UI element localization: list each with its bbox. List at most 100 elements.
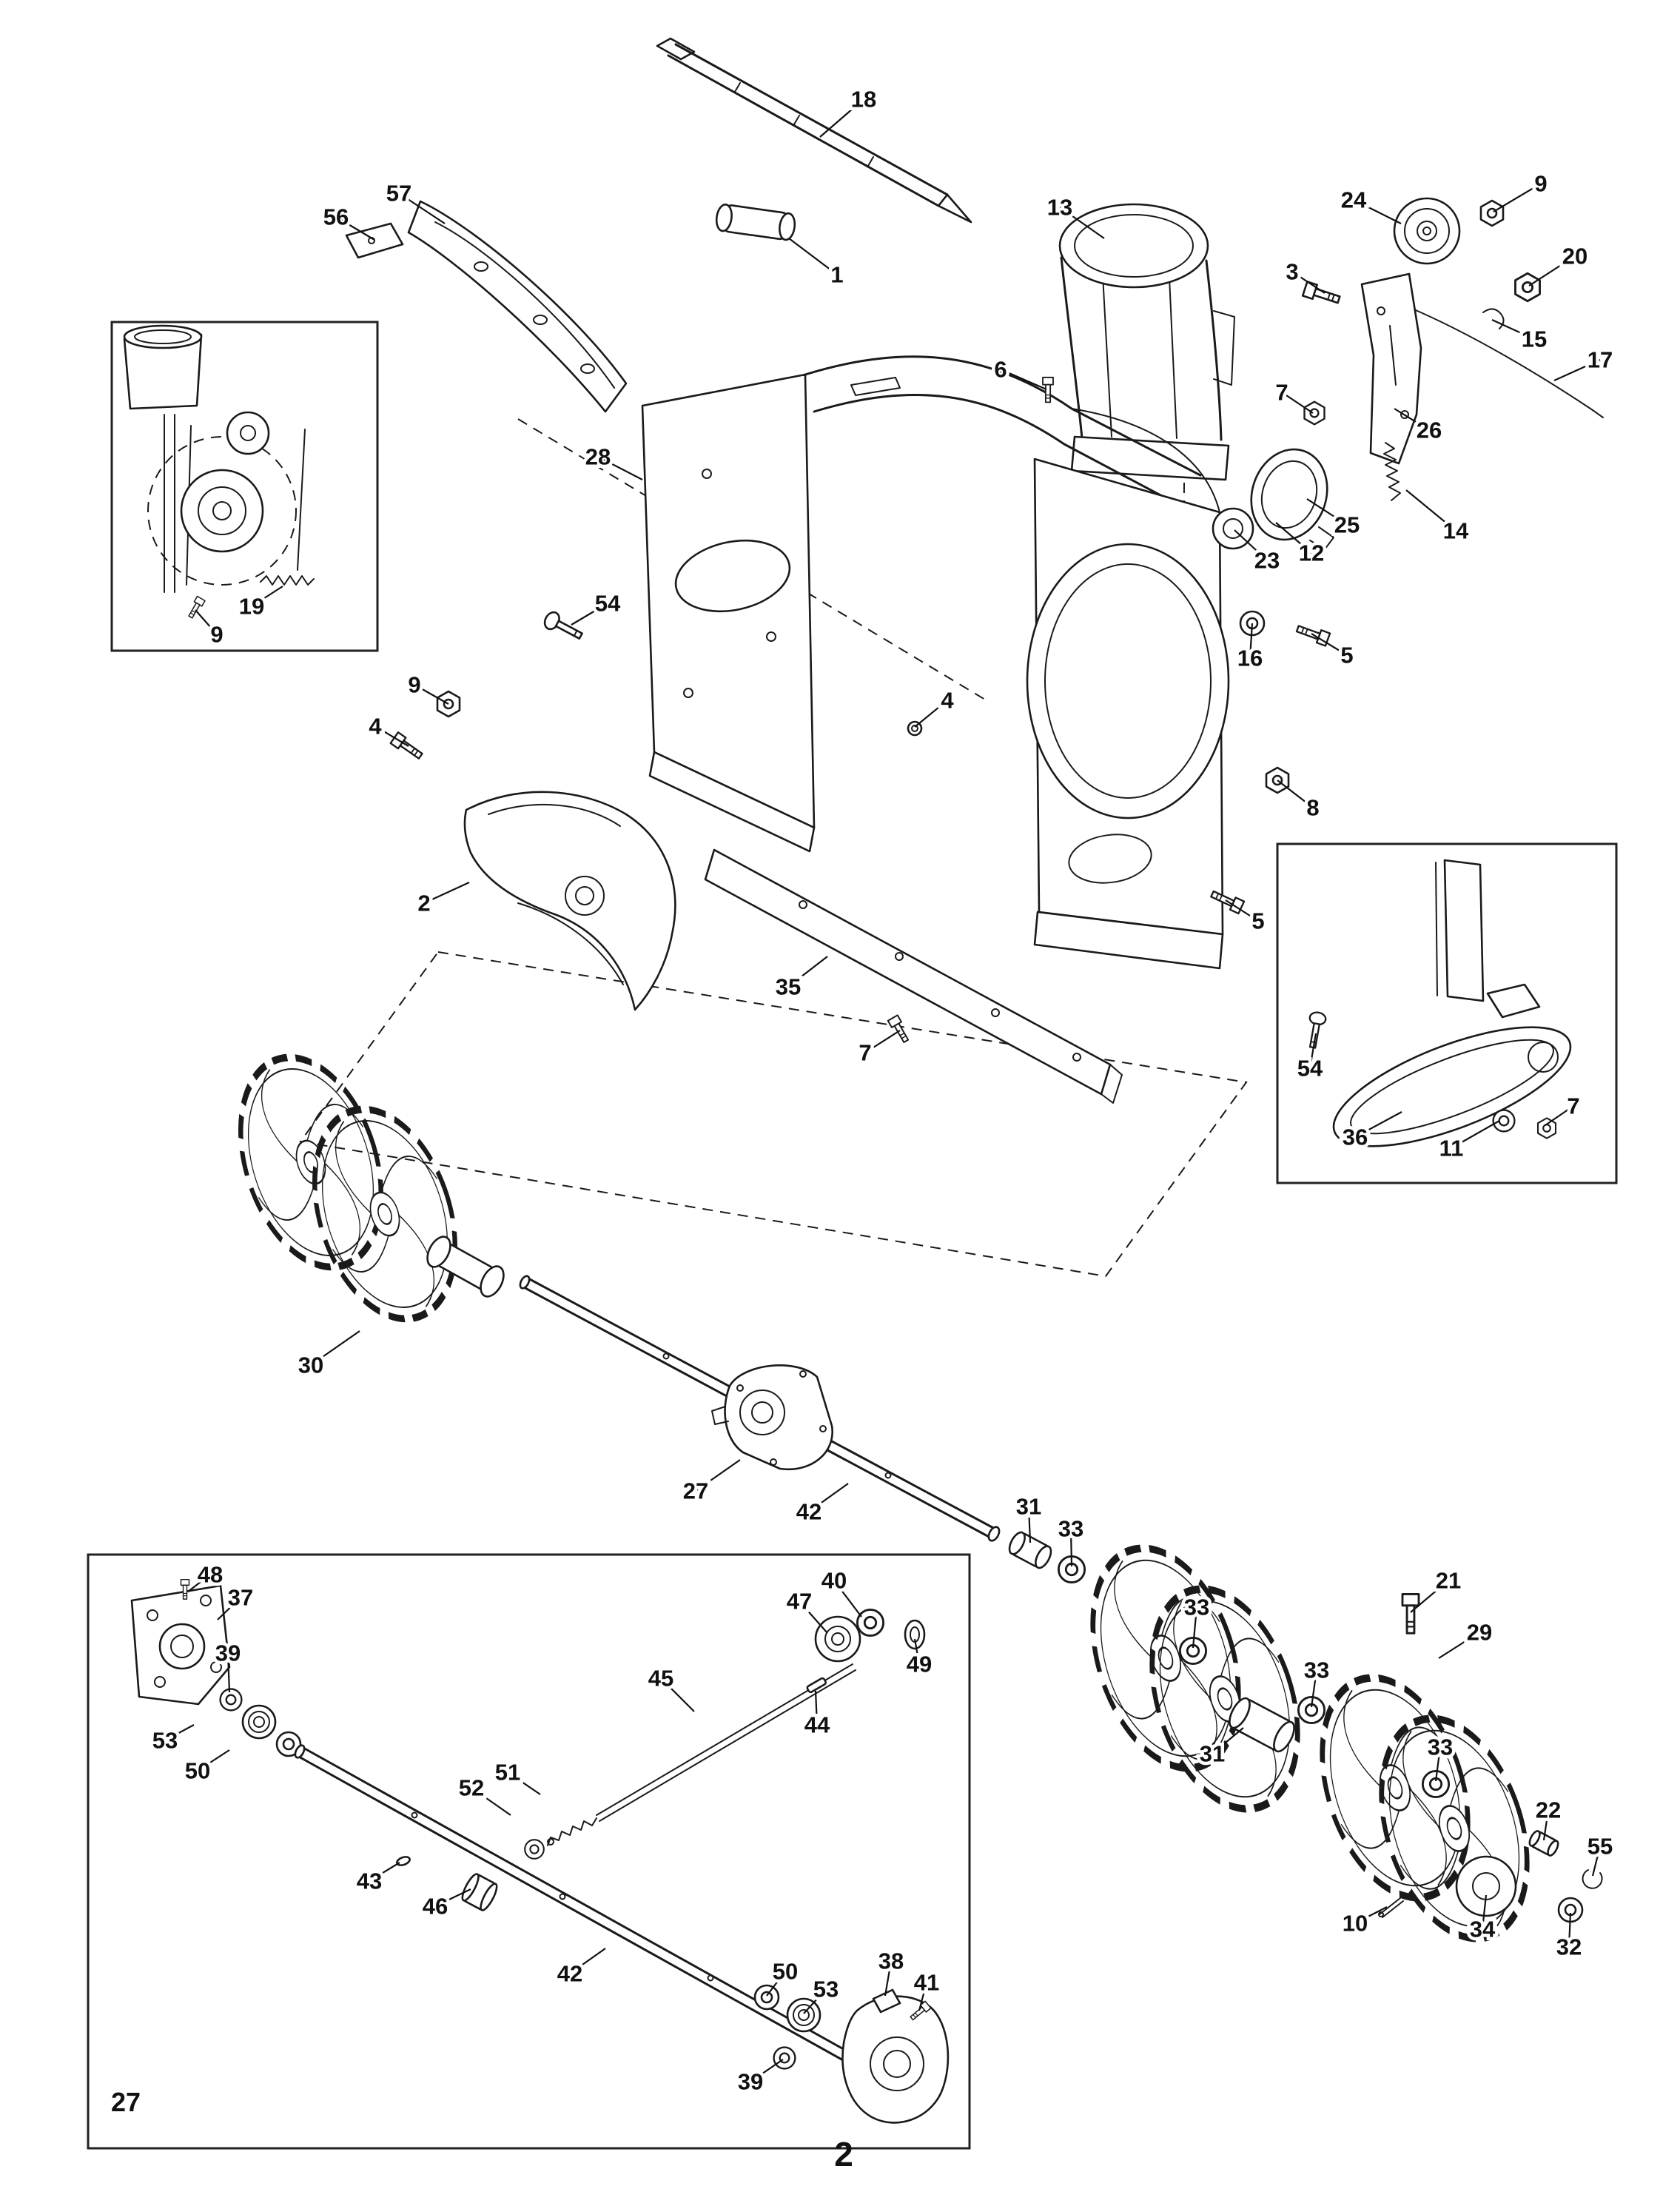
- leader-line-53: [164, 1724, 195, 1741]
- part-auger-housing: [641, 355, 1230, 970]
- leader-line-50: [197, 1749, 230, 1771]
- leader-line-38: [884, 1960, 893, 1997]
- part-callout-51: 51: [495, 1760, 520, 1786]
- part-callout-25: 25: [1334, 512, 1360, 538]
- part-callout-54: 54: [595, 591, 621, 617]
- leader-line-4: [374, 725, 409, 747]
- part-callout-50: 50: [773, 1959, 798, 1985]
- leader-line-54: [571, 603, 608, 626]
- leader-line-37: [217, 1597, 241, 1620]
- part-callout-23: 23: [1254, 548, 1280, 574]
- part-discharge-chute: [1058, 203, 1235, 481]
- part-gearbox-upper: [711, 1364, 833, 1471]
- part-bushing-22: [1528, 1830, 1559, 1857]
- leader-line-39: [226, 1652, 231, 1693]
- leader-lines: [164, 98, 1602, 2082]
- part-chute-crank-rod: [656, 37, 972, 224]
- part-callout-7: 7: [1567, 1093, 1579, 1119]
- part-callout-36: 36: [1343, 1124, 1368, 1150]
- leader-line-5: [1311, 633, 1348, 656]
- leader-line-47: [799, 1600, 828, 1634]
- leader-line-48: [187, 1574, 211, 1592]
- part-callout-53: 53: [813, 1977, 839, 2002]
- leader-line-2: [423, 882, 470, 904]
- leader-line-55: [1591, 1846, 1602, 1877]
- leader-line-44: [814, 1690, 819, 1726]
- leader-line-56: [335, 216, 375, 241]
- part-bolt-6: [1042, 376, 1054, 403]
- part-roller: [715, 203, 796, 241]
- leader-line-17: [1553, 358, 1601, 382]
- leader-line-54: [1308, 1033, 1317, 1069]
- page-number: 2: [834, 2135, 853, 2173]
- part-callout-28: 28: [585, 444, 611, 470]
- part-auger-rake-left: [216, 1039, 505, 1337]
- part-callout-38: 38: [878, 1948, 904, 1974]
- inset-impeller-detail-art: [123, 324, 315, 620]
- part-callout-47: 47: [787, 1589, 812, 1615]
- part-cotter-pin-10: [1378, 1897, 1404, 1918]
- part-callout-41: 41: [914, 1970, 939, 1996]
- leader-line-23: [1234, 529, 1268, 561]
- part-callout-13: 13: [1047, 195, 1072, 221]
- part-washer-33c: [1297, 1695, 1326, 1725]
- part-callout-24: 24: [1341, 187, 1367, 213]
- leader-line-25: [1306, 498, 1348, 526]
- part-callout-5: 5: [1251, 908, 1264, 934]
- part-callout-32: 32: [1556, 1934, 1582, 1960]
- leader-line-13: [1059, 207, 1105, 239]
- part-callout-9: 9: [408, 672, 420, 698]
- inset-box-impeller-detail: [110, 321, 379, 652]
- part-callout-45: 45: [648, 1666, 673, 1692]
- part-callout-29: 29: [1467, 1620, 1492, 1646]
- part-callout-56: 56: [323, 204, 349, 230]
- leader-line-27: [695, 1459, 741, 1492]
- leader-line-5: [1225, 899, 1259, 922]
- part-callout-55: 55: [1587, 1834, 1613, 1860]
- part-callout-4: 4: [941, 688, 954, 714]
- part-callout-48: 48: [198, 1562, 223, 1588]
- part-callout-53: 53: [152, 1728, 178, 1754]
- part-callout-4: 4: [369, 714, 382, 740]
- leader-line-31: [1212, 1727, 1244, 1754]
- part-callout-57: 57: [386, 181, 411, 207]
- leader-line-42: [808, 1483, 849, 1512]
- leader-line-9: [1493, 183, 1542, 212]
- leader-line-33: [1310, 1669, 1318, 1708]
- part-callout-15: 15: [1522, 326, 1547, 352]
- leader-line-18: [819, 98, 864, 138]
- part-bolt-7-mid: [887, 1014, 912, 1045]
- leader-line-7: [864, 1030, 901, 1053]
- part-chute-bracket: [1360, 272, 1422, 465]
- leader-line-32: [1568, 1912, 1572, 1948]
- part-callout-52: 52: [459, 1775, 484, 1801]
- part-callout-49: 49: [907, 1652, 932, 1677]
- part-nut-9-top: [1479, 199, 1505, 227]
- leader-line-35: [787, 956, 828, 988]
- part-callout-31: 31: [1200, 1741, 1225, 1767]
- leader-line-34: [1481, 1894, 1488, 1930]
- part-callout-46: 46: [423, 1894, 448, 1920]
- part-callout-10: 10: [1343, 1911, 1368, 1937]
- leader-line-40: [833, 1580, 862, 1618]
- diagram-artwork: [87, 37, 1618, 2150]
- leader-line-33: [1069, 1528, 1073, 1567]
- part-callout-33: 33: [1058, 1516, 1083, 1542]
- leader-line-10: [1354, 1906, 1388, 1924]
- part-spacer-31a: [1008, 1531, 1052, 1569]
- leader-line-50: [766, 1971, 786, 1997]
- leader-line-33: [1192, 1606, 1198, 1649]
- leader-line-21: [1410, 1580, 1449, 1613]
- leader-line-43: [369, 1862, 400, 1882]
- inset-box-label: 27: [111, 2087, 141, 2117]
- leader-line-16: [1249, 623, 1254, 659]
- part-callout-7: 7: [1275, 380, 1288, 406]
- part-carriage-bolt-54: [540, 609, 586, 646]
- part-callout-42: 42: [557, 1961, 582, 1987]
- part-callout-19: 19: [239, 594, 264, 620]
- leader-line-26: [1394, 408, 1430, 431]
- part-scraper-bar: [704, 848, 1123, 1104]
- part-callout-5: 5: [1340, 643, 1353, 668]
